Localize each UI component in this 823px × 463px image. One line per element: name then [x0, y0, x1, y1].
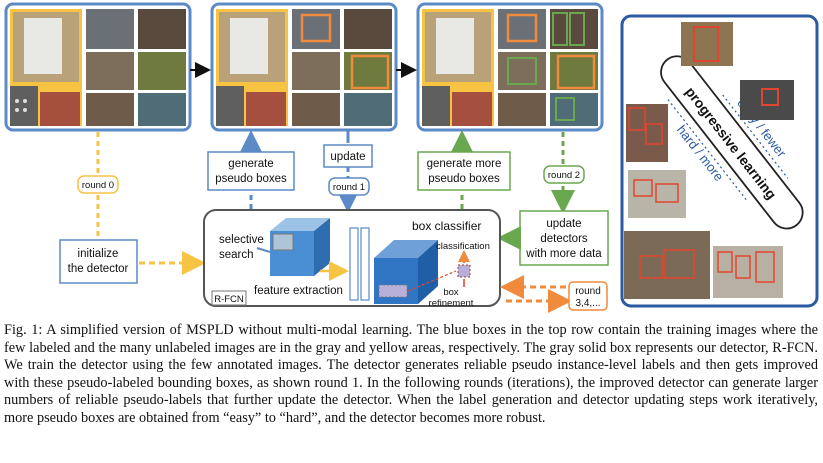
generate-label-2: pseudo boxes — [215, 173, 287, 185]
classification-cell — [457, 264, 471, 278]
thumb-car — [740, 80, 794, 120]
update-label: update — [330, 151, 365, 163]
box-classifier-label: box classifier — [412, 219, 481, 233]
image-panel-initial — [4, 2, 192, 132]
thumb-bird — [681, 22, 733, 66]
generate-more-box — [417, 151, 511, 191]
round1-badge — [328, 177, 370, 196]
figure-caption: Fig. 1: A simplified version of MSPLD wi… — [4, 322, 818, 428]
round-n-label-1: round — [575, 286, 601, 297]
box-refinement-label-1: box — [443, 287, 459, 298]
generate-more-label-2: pseudo boxes — [428, 173, 500, 185]
feature-extraction-label: feature extraction — [254, 285, 343, 297]
initialize-box — [59, 239, 138, 284]
round0-label: round 0 — [82, 180, 114, 191]
hard-dotted — [667, 99, 749, 203]
initialize-label-1: initialize — [78, 248, 119, 260]
round-n-label-2: 3,4,... — [575, 298, 600, 309]
roi-region — [378, 284, 408, 298]
rfcn-tag — [211, 290, 247, 306]
feature-map-2 — [360, 227, 370, 301]
generate-box — [207, 151, 295, 191]
classifier-block-front — [374, 258, 418, 304]
rfcn-label: R-FCN — [214, 294, 244, 305]
generate-more-label-1: generate more — [427, 158, 502, 170]
image-panel-round1 — [210, 2, 398, 132]
search-pointer — [256, 247, 271, 253]
progressive-capsule — [660, 55, 804, 230]
caption-label: Fig. 1: — [4, 322, 43, 338]
caption-text: A simplified version of MSPLD without mu… — [4, 322, 818, 426]
initialize-label-2: the detector — [68, 263, 129, 275]
classifier-block-side — [418, 240, 438, 304]
feature-block-side — [314, 218, 330, 276]
classification-label: classification — [436, 241, 490, 252]
thumb-food — [626, 104, 668, 162]
round-n-badge — [568, 281, 608, 311]
selective-search-label-2: search — [219, 249, 254, 261]
update-detectors-label-2: detectors — [540, 233, 588, 245]
method-figure: round 0 initialize the detector generate… — [4, 2, 819, 313]
round2-badge — [543, 165, 585, 184]
round1-label: round 1 — [333, 182, 365, 193]
thumb-room — [624, 231, 710, 299]
update-detectors-label-1: update — [546, 218, 581, 230]
round0-badge — [77, 175, 119, 194]
generate-label-1: generate — [228, 158, 273, 170]
update-detectors-label-3: with more data — [525, 248, 602, 260]
box-refinement-label-2: refinement — [429, 298, 474, 309]
feature-block-top — [270, 218, 330, 231]
detector-box: selective search R-FCN feature extractio… — [203, 209, 501, 309]
search-window — [272, 233, 294, 251]
round2-label: round 2 — [548, 170, 580, 181]
thumb-monitors — [628, 170, 686, 218]
classifier-block-top — [374, 240, 438, 258]
feature-map-1 — [349, 227, 359, 301]
image-panel-round2 — [416, 2, 604, 132]
roi-link — [407, 270, 457, 292]
selective-search-label-1: selective — [219, 234, 264, 246]
progressive-panel: progressive learning easy / fewer hard /… — [620, 14, 819, 308]
